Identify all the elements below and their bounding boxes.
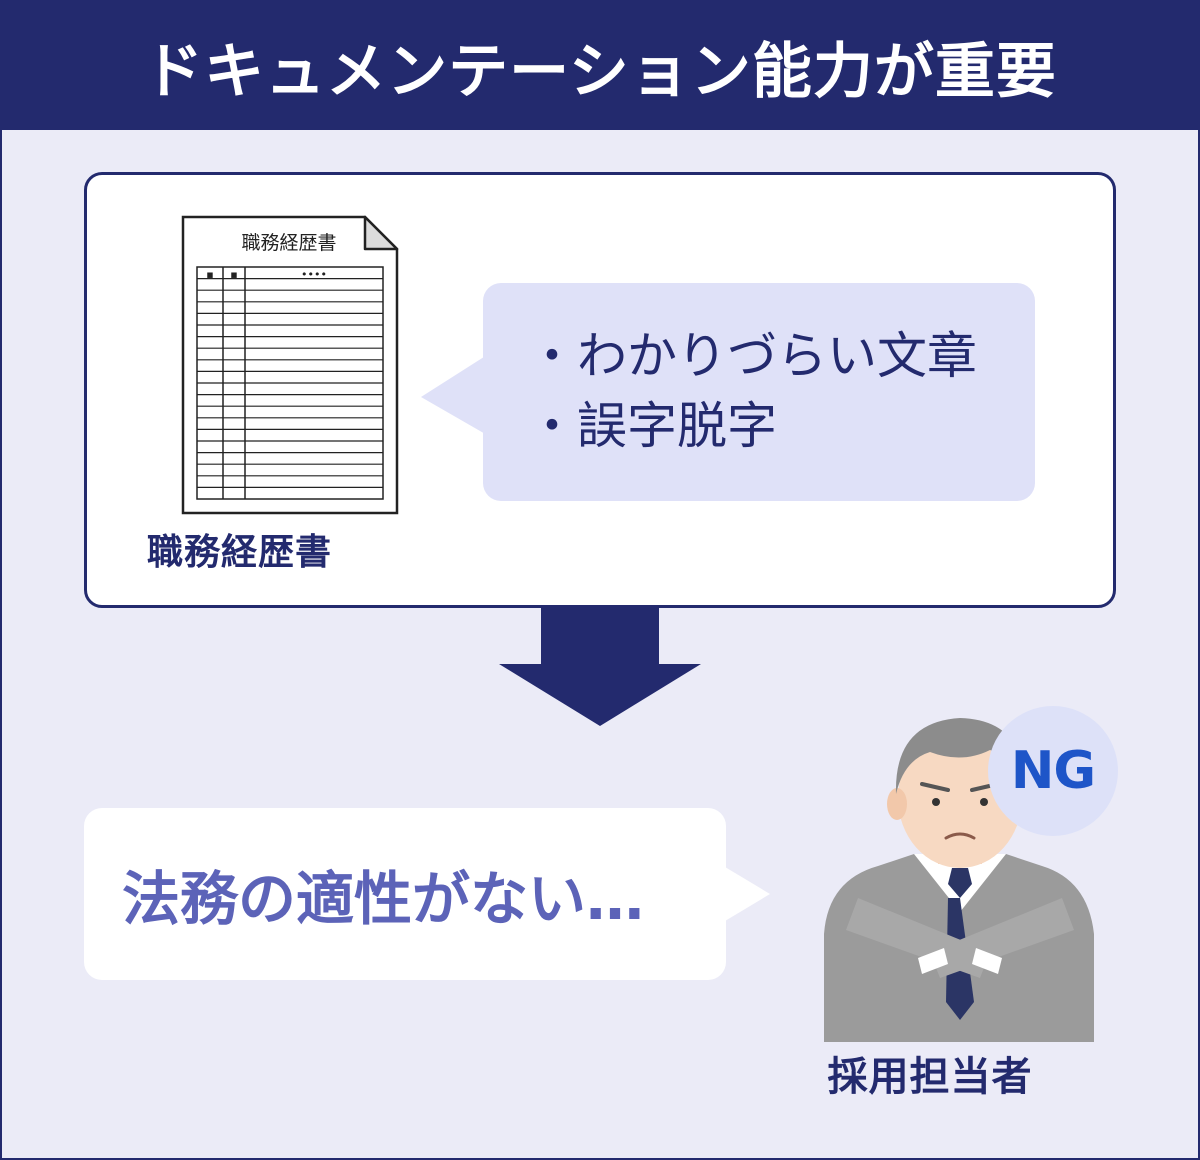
ng-badge: NG bbox=[988, 706, 1118, 836]
down-arrow-icon bbox=[499, 608, 701, 726]
issue-item-typos: ・誤字脱字 bbox=[527, 397, 777, 455]
document-sheet-title: 職務経歴書 bbox=[241, 232, 336, 254]
document-caption: 職務経歴書 bbox=[147, 532, 333, 573]
verdict-bubble-tail bbox=[720, 864, 770, 924]
recruiter-caption: 採用担当者 bbox=[827, 1054, 1033, 1100]
header-bar: ドキュメンテーション能力が重要 bbox=[2, 2, 1198, 130]
issue-list: ・わかりづらい文章 ・誤字脱字 bbox=[527, 321, 977, 461]
verdict-text: 法務の適性がない… bbox=[122, 865, 645, 933]
document-mark-3: •••• bbox=[301, 268, 327, 281]
document-mark-1: ▪ bbox=[206, 268, 213, 281]
resume-panel: 職務経歴書 ▪ ▪ •••• 職務経歴書 ・わかりづらい文章 ・誤字脱字 bbox=[84, 172, 1116, 608]
issue-bubble: ・わかりづらい文章 ・誤字脱字 bbox=[483, 283, 1035, 501]
resume-document-icon: 職務経歴書 ▪ ▪ •••• bbox=[181, 215, 399, 515]
issue-bubble-tail bbox=[421, 355, 487, 435]
ng-badge-text: NG bbox=[1010, 741, 1096, 801]
page-title: ドキュメンテーション能力が重要 bbox=[143, 36, 1057, 107]
verdict-bubble: 法務の適性がない… bbox=[84, 808, 726, 980]
issue-item-hard-to-read: ・わかりづらい文章 bbox=[527, 327, 977, 385]
document-mark-2: ▪ bbox=[230, 268, 237, 281]
